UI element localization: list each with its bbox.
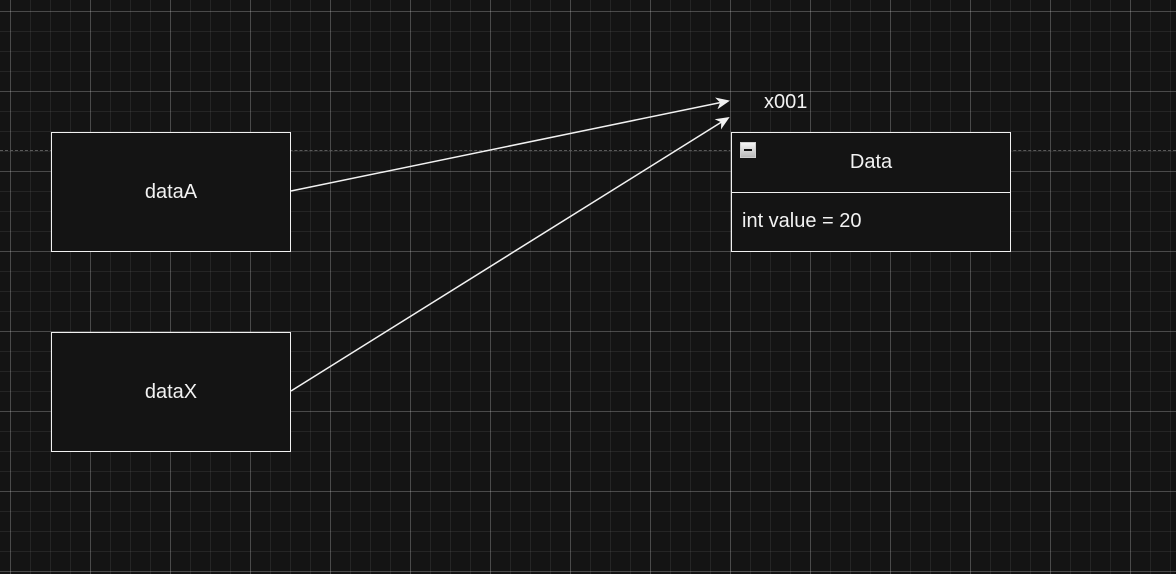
class-field-row[interactable]: int value = 20 (732, 193, 1010, 233)
class-node-data[interactable]: Data int value = 20 (731, 132, 1011, 252)
page-break-line (0, 150, 1176, 151)
class-title: Data (849, 151, 893, 173)
class-field-text: int value = 20 (742, 210, 862, 232)
node-dataX-label: dataX (144, 380, 198, 403)
node-dataX[interactable]: dataX (51, 332, 291, 452)
edge-dataX-to-data[interactable] (290, 116, 730, 392)
node-dataA-label: dataA (144, 180, 198, 203)
class-header[interactable]: Data (732, 133, 1010, 193)
address-label[interactable]: x001 (764, 91, 808, 113)
collapse-icon[interactable] (740, 142, 756, 158)
node-dataA[interactable]: dataA (51, 132, 291, 252)
edge-dataA-to-data[interactable] (290, 97, 730, 192)
